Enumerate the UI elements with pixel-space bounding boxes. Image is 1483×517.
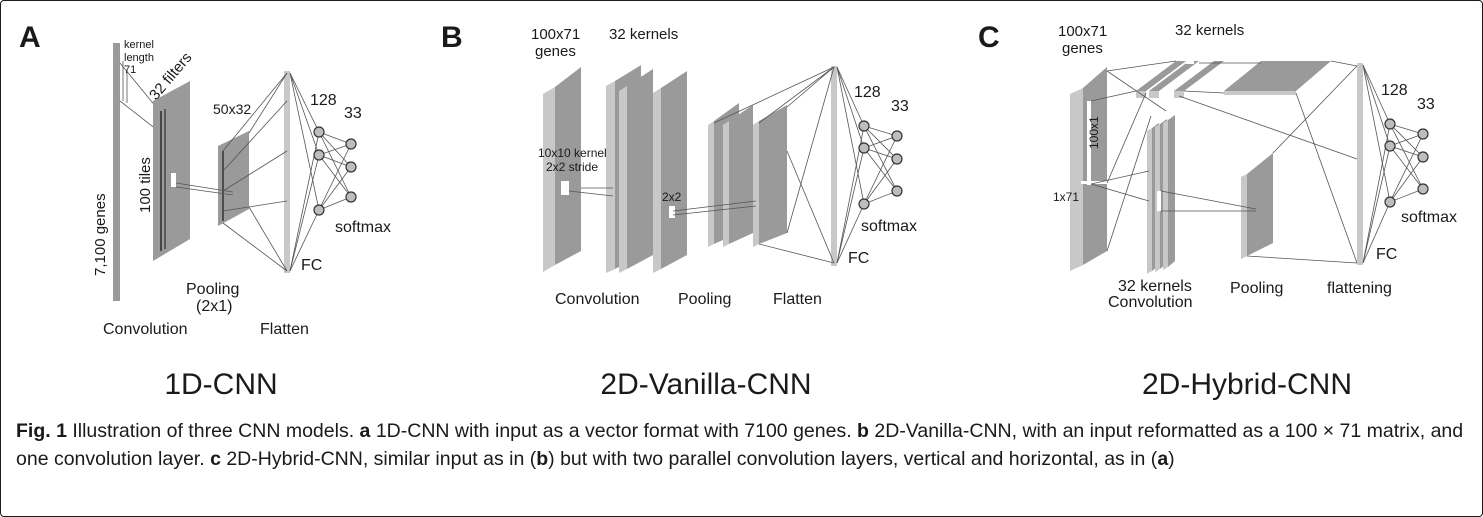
- pooling-layer: [218, 131, 249, 226]
- fc-units-label: 128: [854, 84, 881, 101]
- fc-units-label: 128: [310, 92, 337, 109]
- horizontal-pooling: [1224, 61, 1331, 91]
- caption-ref-c: c: [210, 448, 221, 470]
- horizontal-conv-stack: [1136, 61, 1224, 98]
- caption-ref-a: a: [1157, 448, 1169, 470]
- input-matrix: [1083, 67, 1107, 265]
- vertical-kernel-label: 100x1: [1087, 116, 1101, 149]
- panel-c-letter: C: [978, 21, 1000, 54]
- classes-label: 33: [1417, 96, 1435, 113]
- caption-text: Illustration of three CNN models.: [66, 420, 360, 442]
- flatten-label: Flatten: [260, 321, 309, 338]
- caption-text: 2D-Hybrid-CNN, similar input as in (: [220, 448, 537, 470]
- pool-to-flatten-wires: [713, 66, 835, 264]
- conv-window: [171, 173, 176, 187]
- caption-text: ) but with two parallel convolution laye…: [548, 448, 1158, 470]
- pool-to-flatten-wires: [222, 72, 288, 272]
- pooling-label-line2: (2x1): [196, 298, 232, 315]
- pooling-label-line1: Pooling: [186, 281, 239, 298]
- tiles-label: 100 tiles: [137, 157, 154, 213]
- kernel-label-line3: 71: [124, 64, 136, 76]
- caption-fig-label: Fig. 1: [16, 420, 67, 442]
- pooling-stack: [672, 103, 787, 247]
- softmax-label: softmax: [861, 218, 917, 235]
- fc-units-label: 128: [1381, 82, 1408, 99]
- input-vector: [113, 43, 120, 301]
- panel-a: A 7,100 genes kernel length 71 32 filter…: [19, 21, 391, 401]
- vertical-kernel: [1087, 101, 1091, 185]
- panel-a-letter: A: [19, 21, 41, 54]
- convolution-label: Convolution: [103, 321, 188, 338]
- pooling-label: Pooling: [1230, 280, 1283, 297]
- flattening-layer: [1357, 63, 1363, 265]
- flattening-label: flattening: [1327, 280, 1392, 297]
- convolution-label: Convolution: [1108, 294, 1193, 311]
- kernels-bottom-label: 32 kernels: [1118, 278, 1192, 295]
- pool-size-label: 50x32: [213, 101, 251, 117]
- pool-window: [669, 206, 675, 218]
- classes-label: 33: [891, 98, 909, 115]
- cnn-diagram: A 7,100 genes kernel length 71 32 filter…: [19, 21, 1457, 401]
- kernel-size-label: 10x10 kernel: [538, 146, 607, 160]
- conv2d-stack: [568, 65, 687, 273]
- stride-label: 2x2 stride: [546, 160, 598, 174]
- softmax-label: softmax: [335, 219, 391, 236]
- convolution-label: Convolution: [555, 291, 640, 308]
- kernel-label-line2: length: [124, 52, 154, 64]
- horizontal-kernel-label: 1x71: [1053, 190, 1079, 204]
- flatten-label: Flatten: [773, 291, 822, 308]
- panel-b-letter: B: [441, 21, 463, 54]
- caption-ref-b: b: [536, 448, 549, 470]
- fc-network: [1362, 64, 1429, 264]
- pooling-label: Pooling: [678, 291, 731, 308]
- softmax-label: softmax: [1401, 209, 1457, 226]
- caption-text: 1D-CNN with input as a vector format wit…: [370, 420, 858, 442]
- title-2d-vanilla-cnn: 2D-Vanilla-CNN: [600, 368, 811, 401]
- horizontal-kernel: [1081, 181, 1107, 184]
- title-1d-cnn: 1D-CNN: [164, 368, 277, 401]
- input-matrix: [555, 67, 581, 265]
- classes-label: 33: [344, 105, 362, 122]
- caption-ref-b: b: [857, 420, 869, 442]
- vertical-conv-stack: [1147, 115, 1175, 274]
- fc-label: FC: [1376, 246, 1397, 263]
- pool-size-label: 2x2: [662, 190, 682, 204]
- fc-label: FC: [848, 250, 869, 267]
- panel-c: C 100x71 genes 32 kernels 100x1 1x71: [978, 21, 1457, 401]
- title-2d-hybrid-cnn: 2D-Hybrid-CNN: [1142, 368, 1352, 401]
- figure-caption: Fig. 1 Illustration of three CNN models.…: [16, 417, 1471, 473]
- input-size-label: 100x71: [531, 26, 580, 43]
- fc-network: [289, 72, 357, 272]
- input-size-label: 100x71: [1058, 23, 1107, 40]
- hybrid-wires: [1090, 60, 1358, 264]
- flatten-layer: [284, 71, 290, 273]
- caption-ref-a: a: [359, 420, 371, 442]
- kernels-label: 32 kernels: [609, 26, 678, 43]
- input-genes-label: genes: [535, 43, 576, 60]
- kernels-top-label: 32 kernels: [1175, 22, 1244, 39]
- caption-text: ): [1168, 448, 1175, 470]
- flatten-layer: [831, 66, 837, 266]
- vertical-pooling: [1247, 153, 1273, 256]
- fc-label: FC: [301, 257, 322, 274]
- input-genes-label: genes: [1062, 40, 1103, 57]
- conv1d-layer: [153, 81, 190, 261]
- kernel-label-line1: kernel: [124, 39, 154, 51]
- kernel-window: [561, 181, 569, 195]
- caption-text: 2D-Vanilla-CNN, with an input reformatte…: [16, 420, 1464, 470]
- genes-label: 7,100 genes: [92, 193, 109, 276]
- fc-network: [836, 66, 903, 264]
- panel-b: B 100x71 genes 32 kernels 10x10 kernel 2…: [441, 21, 917, 401]
